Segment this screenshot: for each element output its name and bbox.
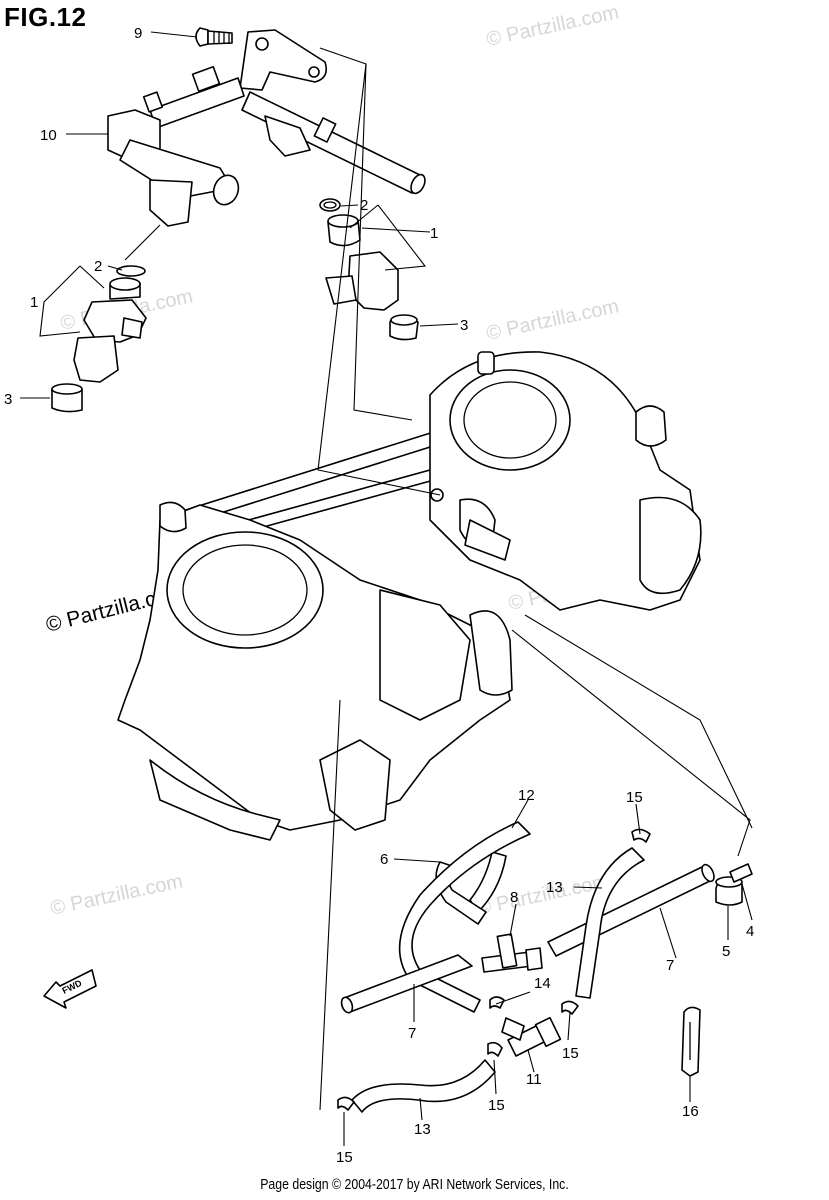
callout-1-left: 1 [30, 294, 38, 311]
watermark-text: © Partzilla.com [484, 1, 620, 51]
callout-15-bottom: 15 [336, 1149, 353, 1166]
callout-15-mid: 15 [562, 1045, 579, 1062]
callout-2-right: 2 [360, 197, 368, 214]
callout-14: 14 [534, 975, 551, 992]
callout-15-low: 15 [488, 1097, 505, 1114]
page-footer: Page design © 2004-2017 by ARI Network S… [260, 1176, 569, 1193]
callout-9: 9 [134, 25, 142, 42]
callout-15-top: 15 [626, 789, 643, 806]
callout-12: 12 [518, 787, 535, 804]
callout-5: 5 [722, 943, 730, 960]
callout-3-left: 3 [4, 391, 12, 408]
injector-right [319, 198, 419, 341]
callout-labels: 9 10 2 1 3 2 1 3 12 6 13 15 8 7 5 4 7 14… [4, 25, 754, 1166]
vacuum-hoses [337, 821, 753, 1113]
callout-6: 6 [380, 851, 388, 868]
guide-lines [124, 47, 753, 1111]
fwd-arrow: FWD [43, 969, 97, 1009]
callout-16: 16 [682, 1103, 699, 1120]
callout-leaders [20, 31, 753, 1146]
callout-2-left: 2 [94, 258, 102, 275]
figure-title: FIG.12 [4, 2, 87, 32]
watermark-text: © Partzilla.com [484, 295, 620, 345]
callout-11: 11 [526, 1071, 542, 1088]
fuel-delivery-pipe [107, 27, 426, 227]
callout-3-right: 3 [460, 317, 468, 334]
callout-10: 10 [40, 127, 57, 144]
callout-7-right: 7 [666, 957, 674, 974]
callout-4: 4 [746, 923, 754, 940]
watermark-text: © Partzilla.com [48, 870, 184, 920]
callout-13-bottom: 13 [414, 1121, 431, 1138]
callout-13-right: 13 [546, 879, 563, 896]
callout-8: 8 [510, 889, 518, 906]
injector-left [50, 265, 147, 413]
callout-1-right: 1 [430, 225, 438, 242]
throttle-body-assembly [117, 351, 702, 841]
callout-7-left: 7 [408, 1025, 416, 1042]
